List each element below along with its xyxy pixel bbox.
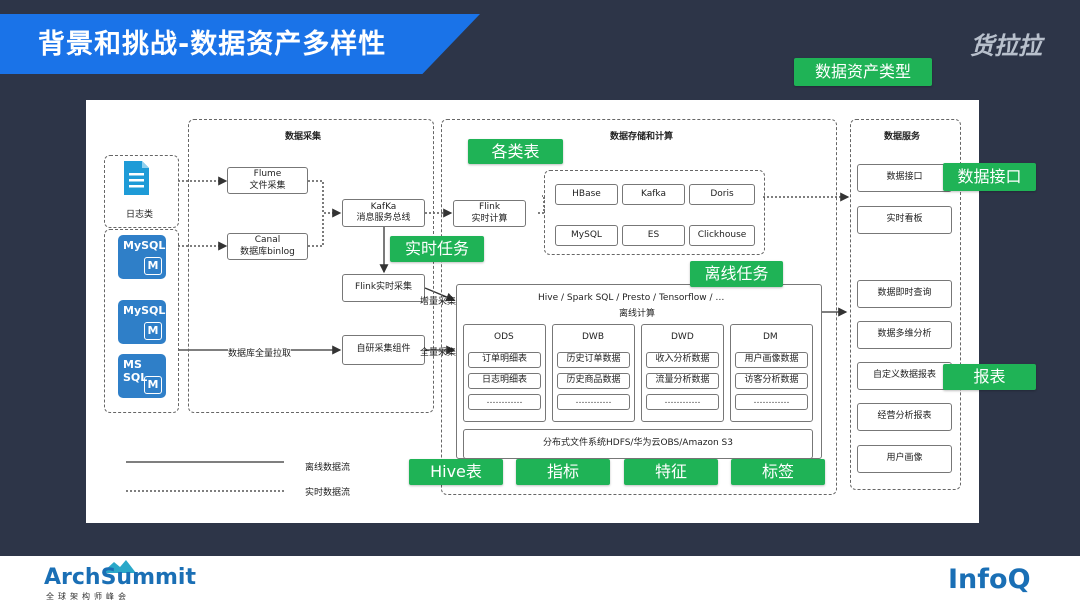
storage-system: HBase: [555, 184, 618, 205]
layer-item: 流量分析数据: [646, 373, 719, 389]
tag-offline-task: 离线任务: [690, 261, 783, 287]
layer-item: …………: [468, 394, 541, 410]
tag-label: 标签: [731, 459, 825, 485]
layer-item: …………: [735, 394, 808, 410]
brand-logo: 货拉拉: [970, 32, 1042, 60]
flink-realtime-collect-box: Flink实时采集: [342, 274, 425, 302]
incremental-collect-label: 增量采集: [420, 297, 457, 307]
full-collect-label: 全量采集: [420, 348, 457, 358]
layer-title: ODS: [494, 332, 514, 342]
offline-engines: Hive / Spark SQL / Presto / Tensorflow /…: [538, 293, 725, 303]
service-item: 数据多维分析: [857, 321, 952, 349]
service-item: 自定义数据报表: [857, 362, 952, 390]
storage-system: Kafka: [622, 184, 685, 205]
storage-systems-group: [544, 170, 765, 255]
storage-system: ES: [622, 225, 685, 246]
tag-feature: 特征: [624, 459, 718, 485]
log-source-group: [104, 155, 179, 228]
edge-flinkrt-offline: [424, 287, 456, 302]
layer-title: DM: [763, 332, 778, 342]
section-storage: [441, 119, 837, 495]
layer-title: DWD: [671, 332, 694, 342]
archsummit-logo: ArchSummit: [44, 565, 196, 590]
layer-item: 收入分析数据: [646, 352, 719, 368]
layer-item: 用户画像数据: [735, 352, 808, 368]
filesystem-box: 分布式文件系统HDFS/华为云OBS/Amazon S3: [463, 429, 813, 459]
layer-item: 日志明细表: [468, 373, 541, 389]
tag-asset-types: 数据资产类型: [794, 58, 932, 86]
service-item: 经营分析报表: [857, 403, 952, 431]
footer: [0, 556, 1080, 608]
page-title: 背景和挑战-数据资产多样性: [38, 29, 387, 60]
db-source-group: [104, 229, 179, 413]
tag-realtime-task: 实时任务: [390, 236, 484, 262]
storage-system: Doris: [689, 184, 755, 205]
service-item: 数据接口: [857, 164, 952, 192]
service-item: 实时看板: [857, 206, 952, 234]
layer-item: 历史订单数据: [557, 352, 630, 368]
tag-metric: 指标: [516, 459, 610, 485]
edge-flink-storage: [538, 195, 545, 214]
section-service: [850, 119, 961, 490]
layer-item: …………: [557, 394, 630, 410]
edge-canal-kafka: [308, 213, 324, 247]
section-collection: [188, 119, 434, 413]
section-collection-title: 数据采集: [285, 132, 322, 142]
tag-hive-table: Hive表: [409, 459, 503, 485]
mountain-icon: [102, 560, 136, 573]
document-icon: [124, 161, 149, 195]
section-storage-title: 数据存储和计算: [610, 132, 674, 142]
title-banner: [0, 14, 480, 74]
layer-title: DWB: [582, 332, 605, 342]
infoq-logo: InfoQ: [948, 564, 1031, 595]
self-collect-box: 自研采集组件: [342, 335, 425, 365]
storage-system: Clickhouse: [689, 225, 755, 246]
legend-offline-label: 离线数据流: [305, 463, 351, 473]
layer-item: 订单明细表: [468, 352, 541, 368]
tag-tables: 各类表: [468, 139, 563, 164]
section-service-title: 数据服务: [884, 132, 921, 142]
offline-compute-label: 离线计算: [619, 309, 656, 319]
db-full-pull-label: 数据库全量拉取: [228, 346, 292, 359]
tag-data-api: 数据接口: [943, 163, 1036, 191]
layer-item: …………: [646, 394, 719, 410]
service-item: 用户画像: [857, 445, 952, 473]
tag-report: 报表: [943, 364, 1036, 390]
connector-layer: [126, 176, 850, 492]
storage-system: MySQL: [555, 225, 618, 246]
log-source-label: 日志类: [126, 210, 154, 220]
service-item: 数据即时查询: [857, 280, 952, 308]
layer-item: 访客分析数据: [735, 373, 808, 389]
legend-realtime-label: 实时数据流: [305, 488, 351, 498]
archsummit-subtitle: 全球架构师峰会: [46, 592, 130, 601]
layer-item: 历史商品数据: [557, 373, 630, 389]
